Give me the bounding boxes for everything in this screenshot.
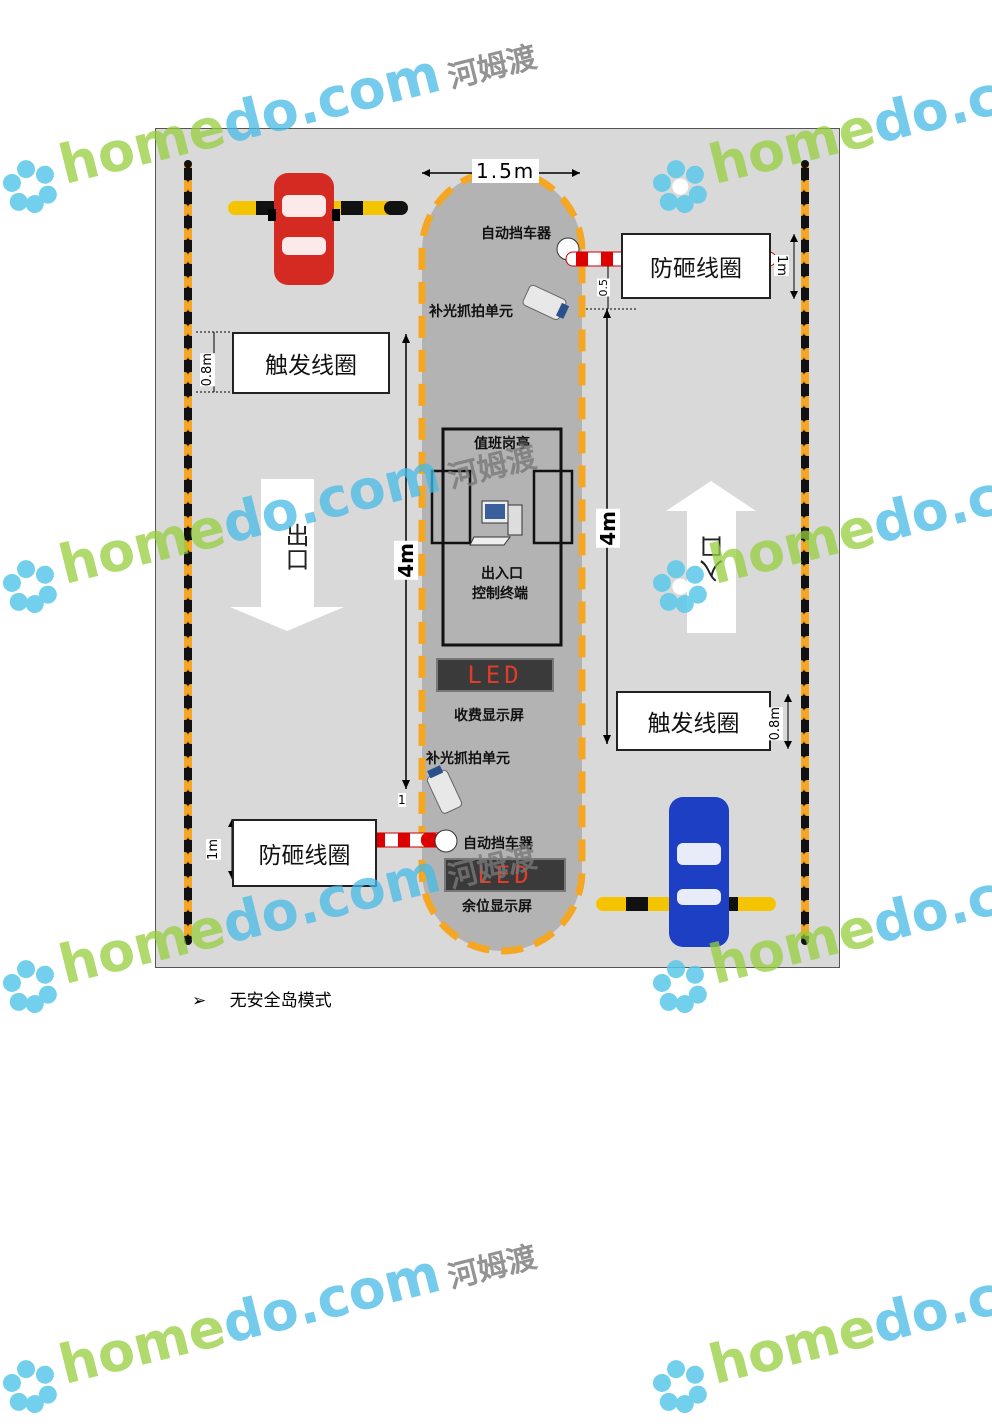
computer-icon (469, 500, 523, 546)
left-trigger-dim: 0.8m (200, 353, 215, 387)
exit-arrow (230, 479, 344, 631)
trigger-coil-right: 触发线圈 (616, 691, 771, 751)
space-display-label: 余位显示屏 (462, 899, 532, 915)
camera-bottom-icon (426, 765, 463, 814)
anti-smash-coil-left: 防砸线圈 (232, 819, 377, 887)
entrance-label: 入口 (700, 535, 728, 583)
guard-booth (441, 427, 563, 647)
section-caption: ➢ 无安全岛模式 (192, 986, 332, 1011)
right-anti-smash-dim: 1m (774, 255, 789, 276)
right-distance-label: 4m (596, 509, 620, 548)
red-car (268, 173, 340, 285)
island-width-label: 1.5m (472, 159, 540, 183)
left-lane-rail (184, 164, 192, 939)
camera-top-dim: 0.5 (597, 279, 610, 297)
right-trigger-dim: 0.8m (768, 707, 783, 741)
booth-label: 值班岗亭 (474, 436, 530, 452)
camera-bottom-label: 补光抓拍单元 (426, 751, 510, 767)
caption-bullet-icon: ➢ (192, 991, 207, 1011)
camera-top-label: 补光抓拍单元 (429, 304, 513, 320)
left-anti-smash-dim: 1m (206, 839, 221, 860)
blue-car (669, 797, 729, 947)
terminal-label-line1: 出入口 (481, 566, 523, 582)
left-distance-label: 4m (394, 541, 418, 580)
watermark-8: homedo.com (641, 1241, 992, 1426)
barrier-bottom-label: 自动挡车器 (463, 836, 533, 852)
fee-led-display: LED (436, 658, 554, 692)
right-lane-rail (801, 164, 809, 939)
camera-bottom-dim: 1 (398, 793, 406, 807)
watermark-7: homedo.com河姆渡 (0, 1218, 545, 1426)
space-led-display: LED (444, 858, 566, 892)
barrier-motor-bottom (434, 829, 458, 853)
fee-display-label: 收费显示屏 (454, 708, 524, 724)
camera-top-icon (522, 284, 570, 321)
parking-layout-diagram: 1.5m 触发线圈 防砸线圈 触发线圈 防砸线圈 0.8m 1m 0.8m 1m… (155, 128, 840, 968)
trigger-coil-left: 触发线圈 (232, 332, 390, 394)
exit-label: 出口 (281, 523, 309, 571)
flower-logo-icon (0, 150, 68, 227)
terminal-label-line2: 控制终端 (472, 586, 528, 602)
caption-text: 无安全岛模式 (229, 991, 332, 1011)
anti-smash-coil-right: 防砸线圈 (621, 233, 771, 299)
barrier-top-label: 自动挡车器 (481, 226, 551, 242)
